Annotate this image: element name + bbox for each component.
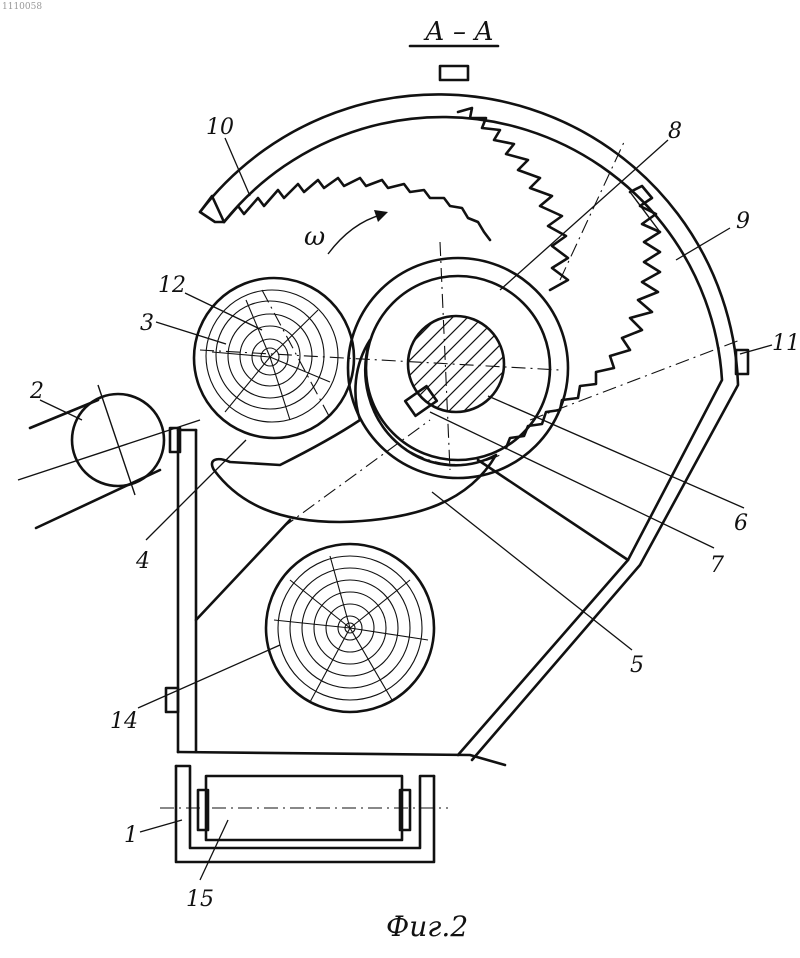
callout-11: 11 [772, 331, 800, 356]
frame-bottom [178, 752, 505, 765]
outer-casing [200, 66, 748, 760]
corner-mark: 1110058 [2, 2, 42, 12]
callout-10: 10 [206, 115, 234, 140]
rotor-assembly [348, 258, 568, 478]
chute-bottom-edge [36, 470, 160, 528]
callout-14: 14 [110, 709, 138, 734]
lower-log-cracks [274, 556, 428, 702]
feed-roller [72, 394, 164, 486]
knife-upper [458, 108, 568, 290]
leader-lines [40, 138, 772, 880]
callout-12: 12 [158, 273, 186, 298]
callout-15: 15 [186, 887, 214, 912]
callout-4: 4 [135, 549, 150, 574]
shaft-key [405, 386, 437, 416]
feed-roller-assembly [18, 385, 200, 528]
callout-6: 6 [734, 511, 748, 536]
upper-log [194, 278, 354, 438]
section-title: А – А [423, 17, 494, 47]
rotation-arrowhead [374, 210, 388, 222]
rotation-indicator: ω [304, 210, 388, 254]
center-lines [200, 140, 740, 528]
lower-log [266, 544, 434, 712]
callout-8: 8 [668, 119, 682, 144]
figure-caption: Фиг.2 [386, 910, 468, 943]
rotor-shaft [408, 316, 504, 412]
callout-3: 3 [140, 311, 154, 336]
base-conveyor [160, 766, 448, 862]
shaft-hatching [380, 280, 520, 440]
casing-end-tab [200, 196, 224, 222]
callout-5: 5 [630, 653, 644, 678]
housing-frame [166, 428, 628, 765]
rotor-outer-ring [348, 258, 568, 478]
rotation-arrow [328, 214, 384, 254]
callout-1: 1 [124, 823, 138, 848]
rotation-symbol: ω [304, 222, 325, 252]
frame-inner-wall-left [196, 520, 290, 620]
upper-log-outline [194, 278, 354, 438]
callout-7: 7 [710, 553, 724, 578]
knife-left [224, 178, 490, 240]
casing-top-lug [440, 66, 468, 80]
callout-9: 9 [736, 209, 750, 234]
knife-right [506, 186, 660, 448]
callout-2: 2 [29, 379, 44, 404]
frame-inner-wall-right [478, 460, 628, 560]
chute-top-edge [30, 400, 98, 428]
